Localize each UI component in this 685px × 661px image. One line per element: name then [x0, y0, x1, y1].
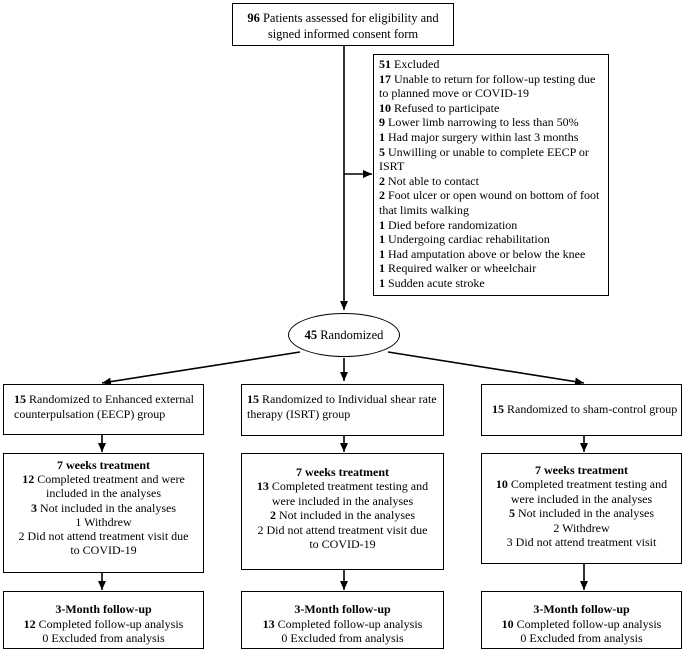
isrt-followup-text: Completed follow-up analysis [277, 616, 423, 631]
exclusion-reason: 1 Died before randomization [379, 218, 604, 233]
exclusion-count: 1 [379, 129, 385, 144]
eecp-followup-box: 3-Month follow-up 12 Completed follow-up… [3, 591, 204, 649]
isrt-randomized-count: 15 [247, 392, 259, 406]
exclusion-reason: 2 Foot ulcer or open wound on bottom of … [379, 188, 604, 217]
exclusion-count: 2 [379, 173, 385, 188]
exclusion-count: 1 [379, 261, 385, 276]
exclusion-text: Not able to contact [388, 173, 479, 188]
eecp-reason: 2 Did not attend treatment visit due to … [18, 529, 189, 558]
sham-reason: 2 Withdrew [553, 520, 610, 535]
sham-treatment-title: 7 weeks treatment [534, 463, 629, 477]
isrt-followup-box: 3-Month follow-up 13 Completed follow-up… [241, 591, 444, 649]
assessed-text-line2: signed informed consent form [267, 27, 419, 41]
exclusion-text: Undergoing cardiac rehabilitation [388, 232, 550, 247]
exclusion-text: Excluded [394, 57, 440, 71]
sham-followup-count: 10 [501, 616, 514, 631]
sham-randomized-text: Randomized to sham-control group [507, 402, 678, 416]
exclusion-text: Had amputation above or below the knee [388, 246, 586, 261]
isrt-notincluded-text: Not included in the analyses [279, 508, 415, 523]
eecp-notincluded-text: Not included in the analyses [40, 500, 176, 515]
eecp-followup-title: 3-Month follow-up [55, 602, 152, 616]
sham-completed-text: Completed treatment testing and were inc… [510, 477, 668, 506]
eecp-notincluded-count: 3 [31, 500, 38, 515]
isrt-followup-title: 3-Month follow-up [294, 602, 391, 616]
excluded-total: 51 Excluded [379, 57, 604, 72]
eecp-treatment-box: 7 weeks treatment 12 Completed treatment… [3, 453, 204, 573]
exclusion-count: 17 [379, 71, 391, 86]
randomized-oval: 45 Randomized [288, 313, 400, 357]
exclusion-count: 10 [379, 100, 391, 115]
exclusion-text: Required walker or wheelchair [388, 261, 537, 276]
assessed-count: 96 [247, 11, 260, 25]
exclusion-count: 51 [379, 57, 391, 71]
isrt-treatment-box: 7 weeks treatment 13 Completed treatment… [241, 453, 444, 570]
sham-followup-text: Completed follow-up analysis [516, 616, 662, 631]
isrt-randomized-box: 15 Randomized to Individual shear rate t… [241, 384, 444, 436]
eecp-treatment-title: 7 weeks treatment [56, 458, 151, 472]
sham-followup-box: 3-Month follow-up 10 Completed follow-up… [481, 591, 682, 649]
exclusion-text: Lower limb narrowing to less than 50% [388, 115, 579, 130]
sham-notincluded-count: 5 [509, 506, 516, 521]
randomized-count: 45 [304, 328, 318, 342]
isrt-followup-excluded: 0 Excluded from analysis [281, 631, 404, 645]
eecp-completed-text: Completed treatment and were included in… [37, 472, 185, 501]
randomized-label: Randomized [320, 328, 384, 342]
eecp-completed-count: 12 [22, 472, 35, 487]
exclusion-text: Foot ulcer or open wound on bottom of fo… [379, 188, 600, 217]
assessed-text-line1: Patients assessed for eligibility and [262, 11, 439, 25]
exclusion-text: Had major surgery within last 3 months [388, 129, 579, 144]
exclusion-text: Refused to participate [394, 100, 500, 115]
exclusion-text: Sudden acute stroke [388, 275, 485, 290]
eecp-followup-text: Completed follow-up analysis [38, 616, 184, 631]
isrt-notincluded-count: 2 [270, 508, 277, 523]
sham-completed-count: 10 [495, 477, 508, 492]
exclusion-reason: 17 Unable to return for follow-up testin… [379, 72, 604, 101]
eecp-randomized-text: Randomized to Enhanced external counterp… [14, 392, 194, 421]
eecp-followup-excluded: 0 Excluded from analysis [42, 631, 165, 645]
exclusion-reason: 2 Not able to contact [379, 174, 604, 189]
exclusion-text: Unable to return for follow-up testing d… [379, 71, 596, 101]
exclusion-count: 2 [379, 188, 385, 203]
isrt-reason: 2 Did not attend treatment visit due to … [257, 522, 428, 552]
exclusion-text: Died before randomization [388, 217, 518, 232]
exclusion-reason: 1 Had major surgery within last 3 months [379, 130, 604, 145]
sham-notincluded-text: Not included in the analyses [518, 506, 654, 521]
exclusion-reason: 10 Refused to participate [379, 101, 604, 116]
exclusion-count: 1 [379, 217, 385, 232]
exclusion-reason: 1 Had amputation above or below the knee [379, 247, 604, 262]
exclusion-reason: 1 Sudden acute stroke [379, 276, 604, 291]
eecp-reason: 1 Withdrew [75, 514, 132, 529]
isrt-completed-text: Completed treatment testing and were inc… [271, 479, 429, 508]
isrt-randomized-text: Randomized to Individual shear rate ther… [247, 392, 437, 421]
sham-reason: 3 Did not attend treatment visit [506, 535, 657, 550]
exclusion-reason: 5 Unwilling or unable to complete EECP o… [379, 145, 604, 174]
isrt-completed-count: 13 [256, 479, 269, 494]
exclusion-count: 1 [379, 232, 385, 247]
connector-randomized-to-sham [387, 351, 585, 386]
exclusion-count: 5 [379, 144, 385, 159]
exclusion-reason: 1 Undergoing cardiac rehabilitation [379, 232, 604, 247]
isrt-treatment-title: 7 weeks treatment [295, 465, 390, 479]
isrt-followup-count: 13 [262, 616, 275, 631]
eecp-randomized-count: 15 [14, 392, 26, 406]
exclusion-text: Unwilling or unable to complete EECP or … [379, 144, 589, 174]
exclusion-count: 9 [379, 115, 385, 130]
exclusion-count: 1 [379, 275, 385, 290]
assessed-box: 96 Patients assessed for eligibility and… [232, 3, 454, 46]
eecp-followup-count: 12 [23, 616, 36, 631]
exclusion-count: 1 [379, 246, 385, 261]
eecp-randomized-box: 15 Randomized to Enhanced external count… [3, 384, 204, 435]
sham-followup-title: 3-Month follow-up [533, 602, 630, 616]
sham-followup-excluded: 0 Excluded from analysis [520, 631, 643, 645]
sham-treatment-box: 7 weeks treatment 10 Completed treatment… [481, 453, 682, 564]
exclusion-reason: 9 Lower limb narrowing to less than 50% [379, 115, 604, 130]
exclusion-reason: 1 Required walker or wheelchair [379, 261, 604, 276]
sham-randomized-count: 15 [492, 402, 504, 416]
connector-randomized-to-eecp [101, 351, 301, 386]
sham-randomized-box: 15 Randomized to sham-control group [481, 384, 682, 436]
